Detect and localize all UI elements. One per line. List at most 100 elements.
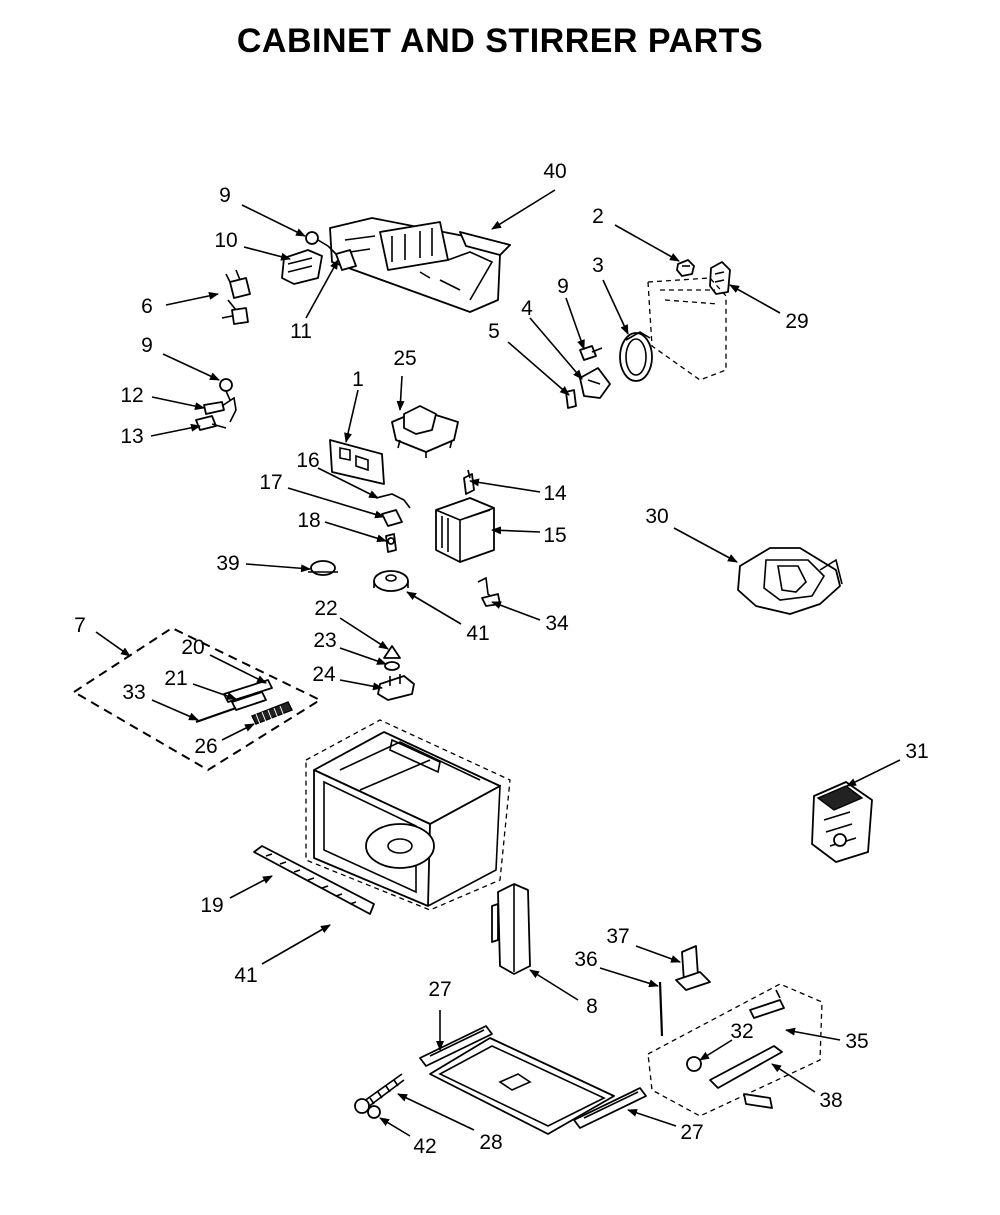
callout-10: 10	[214, 229, 237, 252]
leader-arrows	[95, 189, 901, 1137]
callout-2: 2	[592, 205, 604, 228]
callout-15: 15	[543, 524, 566, 547]
leader-27b	[627, 1109, 677, 1127]
part-15-magnetron[interactable]	[435, 497, 495, 563]
part-10-switch-housing[interactable]	[281, 249, 323, 285]
part-25-relay[interactable]	[391, 405, 459, 458]
callout-24: 24	[312, 663, 336, 686]
callout-3: 3	[592, 254, 604, 277]
leader-18	[324, 521, 387, 543]
part-33-pin[interactable]	[195, 706, 237, 724]
part-9-screw-a[interactable]	[305, 231, 329, 247]
part-36-rod[interactable]	[658, 981, 664, 1037]
leader-6	[165, 291, 219, 306]
callout-33: 33	[122, 681, 145, 704]
leader-28	[397, 1093, 475, 1131]
part-22-stirrer-cover[interactable]	[383, 645, 401, 659]
callout-31: 31	[905, 740, 928, 763]
part-30-blower[interactable]	[737, 547, 843, 615]
part-1-control-board[interactable]	[329, 439, 385, 485]
part-24-bracket[interactable]	[377, 674, 415, 701]
part-7-hinge-kit[interactable]	[72, 626, 323, 772]
callout-7: 7	[74, 614, 86, 637]
leader-14	[469, 478, 541, 493]
leader-13	[150, 423, 201, 437]
part-drawings	[72, 217, 873, 1135]
leader-30	[673, 527, 738, 563]
leader-40	[491, 189, 556, 230]
leader-9a	[241, 204, 306, 237]
callout-22: 22	[314, 597, 337, 620]
callout-19: 19	[200, 894, 223, 917]
leader-1	[344, 389, 359, 443]
leader-38	[771, 1063, 816, 1093]
part-19-choke[interactable]	[253, 845, 375, 915]
leader-12	[151, 396, 205, 411]
bottom-plate[interactable]	[429, 1037, 615, 1135]
part-27-rail-b[interactable]	[573, 1087, 647, 1129]
part-13-fuse-bracket[interactable]	[195, 415, 227, 431]
part-28-shaft[interactable]	[359, 1073, 405, 1111]
part-6-door-switch[interactable]	[221, 269, 251, 325]
part-29-bracket[interactable]	[709, 261, 731, 295]
part-41-ring[interactable]	[373, 570, 409, 592]
leader-35	[785, 1027, 841, 1041]
leader-31	[846, 759, 901, 787]
part-42-nut[interactable]	[354, 1098, 381, 1119]
part-12-thermal-fuse[interactable]	[203, 396, 237, 423]
part-2-grommet[interactable]	[676, 259, 695, 277]
callout-35: 35	[845, 1030, 868, 1053]
leader-15	[491, 526, 541, 535]
leader-19	[229, 875, 273, 899]
leader-16	[317, 467, 379, 499]
callout-41-bottom: 41	[234, 964, 257, 987]
part-27-rail-a[interactable]	[419, 1025, 493, 1067]
part-23-washer[interactable]	[384, 661, 400, 671]
callout-34: 34	[545, 612, 569, 635]
callout-20: 20	[181, 636, 204, 659]
callout-9-mid: 9	[557, 275, 569, 298]
part-17-sensor[interactable]	[381, 509, 403, 527]
leader-22	[339, 617, 389, 650]
callout-4: 4	[521, 297, 533, 320]
part-34-clip[interactable]	[477, 576, 501, 607]
leader-25	[396, 375, 405, 411]
part-16-wire[interactable]	[375, 493, 411, 509]
callout-21: 21	[164, 667, 187, 690]
callout-11: 11	[290, 320, 312, 343]
part-31-filter-board[interactable]	[811, 781, 873, 863]
part-37-bracket[interactable]	[675, 945, 711, 991]
leader-26	[221, 723, 255, 741]
part-26-spring[interactable]	[251, 701, 293, 725]
part-8-handle[interactable]	[491, 883, 531, 975]
callout-32: 32	[730, 1020, 753, 1043]
leader-34	[491, 601, 541, 621]
callout-5: 5	[488, 320, 500, 343]
callout-12: 12	[120, 384, 143, 407]
callout-39: 39	[216, 552, 239, 575]
callout-17: 17	[259, 471, 282, 494]
part-40-duct-assembly[interactable]	[329, 217, 511, 313]
callout-26: 26	[194, 735, 217, 758]
leader-41b	[261, 924, 331, 965]
part-35-kit[interactable]	[647, 983, 823, 1117]
part-18-thermistor[interactable]	[385, 533, 397, 553]
callout-25: 25	[393, 347, 416, 370]
callout-29: 29	[785, 310, 808, 333]
part-11-switch[interactable]	[327, 245, 357, 271]
leader-32	[699, 1039, 733, 1061]
callout-8: 8	[586, 995, 598, 1018]
part-9-screw-c[interactable]	[219, 378, 233, 401]
callout-37: 37	[606, 925, 629, 948]
leader-9b	[565, 297, 585, 350]
part-4-motor-bracket[interactable]	[579, 367, 611, 399]
part-3-fan-housing[interactable]	[619, 277, 727, 382]
leader-24	[339, 679, 383, 691]
cavity-cabinet[interactable]	[305, 719, 511, 911]
leader-2	[614, 224, 680, 262]
part-39-cutout[interactable]	[308, 560, 338, 576]
leader-11	[305, 259, 339, 319]
callout-40: 40	[543, 160, 566, 183]
leader-36	[599, 967, 659, 988]
